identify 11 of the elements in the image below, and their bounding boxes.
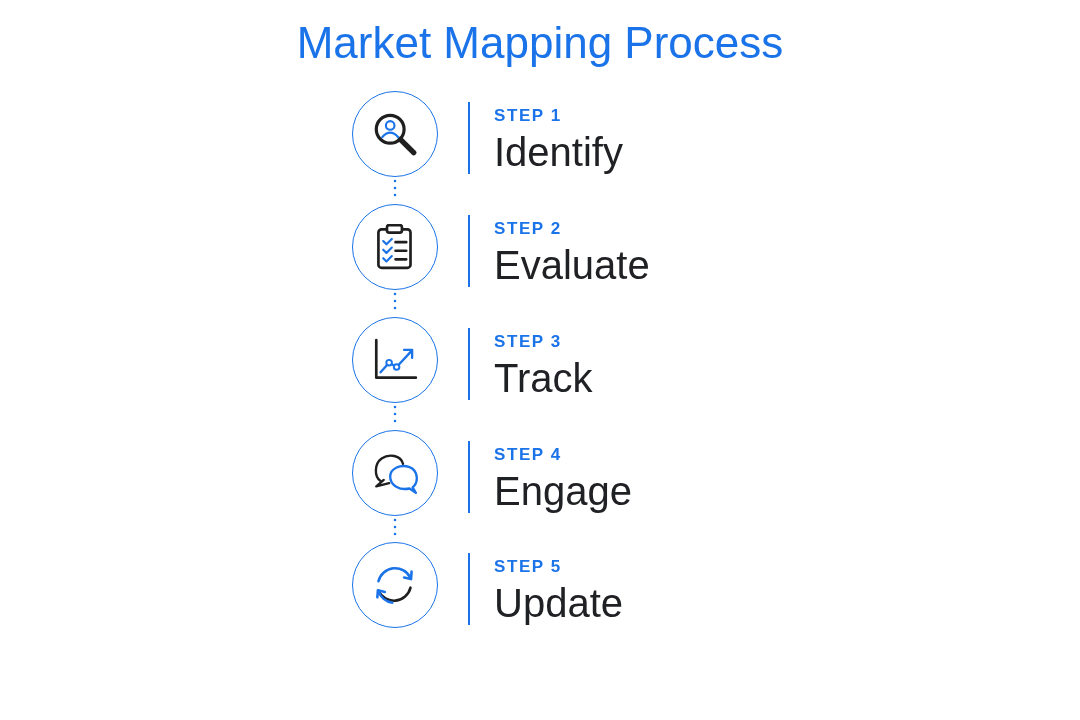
step-name: Track xyxy=(494,358,593,398)
step-number-label: STEP 2 xyxy=(494,220,562,237)
step-name: Evaluate xyxy=(494,245,650,285)
step-number-label: STEP 4 xyxy=(494,446,562,463)
step-number-label: STEP 5 xyxy=(494,558,562,575)
step-number-label: STEP 3 xyxy=(494,333,562,350)
step-name: Update xyxy=(494,583,623,623)
title: Market Mapping Process xyxy=(296,18,784,69)
step-name: Identify xyxy=(494,132,623,172)
step-number-label: STEP 1 xyxy=(494,107,562,124)
step-name: Engage xyxy=(494,471,632,511)
